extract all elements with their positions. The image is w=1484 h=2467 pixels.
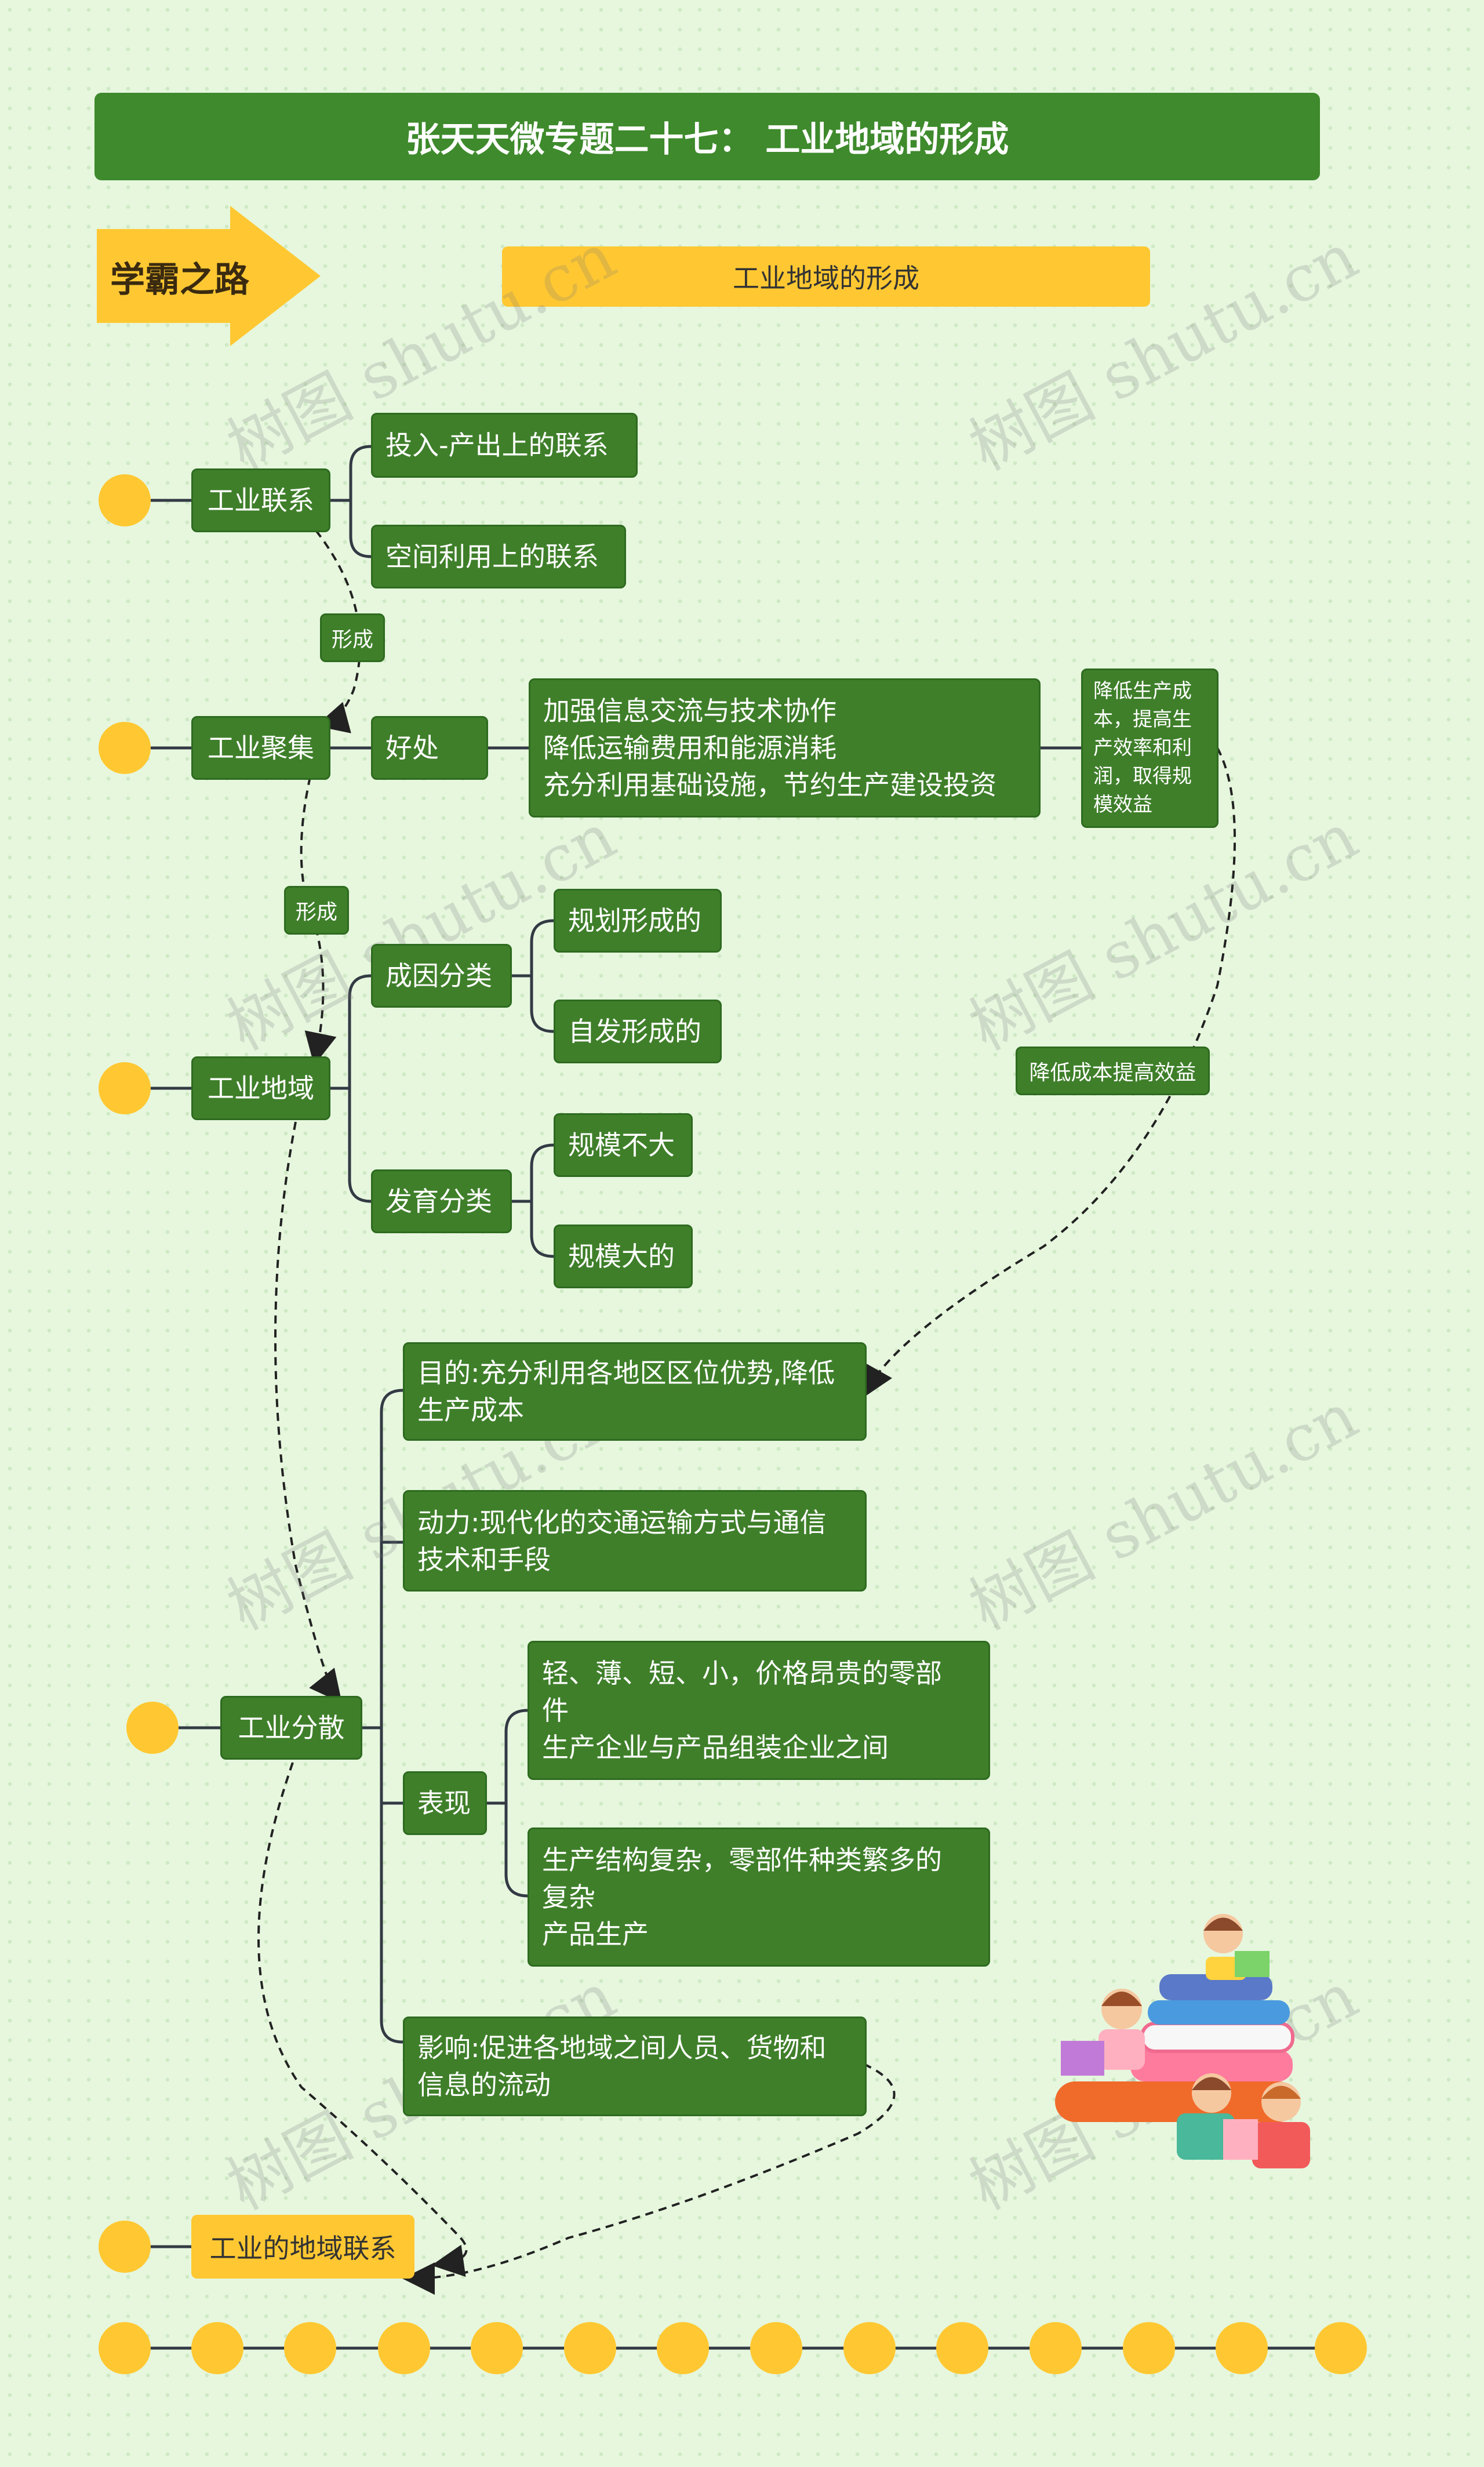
node-effect[interactable]: 降低生产成 本，提高生 产效率和利 润，取得规 模效益 <box>1081 668 1219 828</box>
footer-dot <box>378 2322 430 2374</box>
arrow-banner-icon <box>97 206 321 346</box>
node-biaoxian-1[interactable]: 轻、薄、短、小，价格昂贵的零部 件 生产企业与产品组装企业之间 <box>528 1641 990 1780</box>
footer-dot <box>1030 2322 1082 2374</box>
node-haochu[interactable]: 好处 <box>371 716 488 780</box>
effect-line: 模效益 <box>1093 793 1152 816</box>
page-title: 张天天微专题二十七： 工业地域的形成 <box>94 93 1320 180</box>
footer-dot <box>1315 2322 1367 2374</box>
biaoxian-line: 生产结构复杂，零部件种类繁多的 <box>542 1844 942 1876</box>
footer-dot <box>657 2322 709 2374</box>
mudi-line: 目的:充分利用各地区区位优势,降低 <box>417 1357 835 1389</box>
bullet-dot <box>99 722 151 774</box>
node-gongye-diyu[interactable]: 工业地域 <box>191 1056 330 1120</box>
node-gongye-lianxi[interactable]: 工业联系 <box>191 468 330 532</box>
bullet-dot <box>126 1702 179 1754</box>
bullet-dot <box>99 1062 151 1114</box>
dongli-line: 动力:现代化的交通运输方式与通信 <box>417 1506 827 1538</box>
footer-dot <box>284 2322 336 2374</box>
bullet-dot <box>99 2221 151 2273</box>
node-biaoxian-2[interactable]: 生产结构复杂，零部件种类繁多的 复杂 产品生产 <box>528 1827 990 1967</box>
yingxiang-line: 信息的流动 <box>417 2069 551 2101</box>
benefit-line: 充分利用基础设施，节约生产建设投资 <box>543 769 996 801</box>
biaoxian-line: 轻、薄、短、小，价格昂贵的零部 <box>542 1658 942 1689</box>
node-biaoxian[interactable]: 表现 <box>403 1771 487 1835</box>
footer-dot <box>1123 2322 1175 2374</box>
biaoxian-line: 件 <box>542 1695 569 1726</box>
effect-line: 润，取得规 <box>1093 765 1192 788</box>
effect-line: 本，提高生 <box>1093 708 1192 731</box>
label-xingcheng: 形成 <box>320 613 385 662</box>
label-xingcheng: 形成 <box>284 886 349 935</box>
node-gongye-fensan[interactable]: 工业分散 <box>220 1696 362 1760</box>
node-benefits[interactable]: 加强信息交流与技术协作 降低运输费用和能源消耗 充分利用基础设施，节约生产建设投… <box>529 678 1041 818</box>
node-guimo-buda[interactable]: 规模不大 <box>554 1113 693 1177</box>
biaoxian-line: 复杂 <box>542 1881 595 1913</box>
benefit-line: 降低运输费用和能源消耗 <box>543 732 836 764</box>
footer-dot <box>99 2322 151 2374</box>
node-fayu-fenlei[interactable]: 发育分类 <box>371 1169 512 1233</box>
biaoxian-line: 生产企业与产品组装企业之间 <box>542 1732 889 1763</box>
label-jiangdi-chengben: 降低成本提高效益 <box>1016 1047 1210 1095</box>
effect-line: 降低生产成 <box>1093 680 1192 703</box>
effect-line: 产效率和利 <box>1093 736 1192 760</box>
footer-dot <box>843 2322 896 2374</box>
biaoxian-line: 产品生产 <box>542 1919 649 1950</box>
footer-dot <box>564 2322 616 2374</box>
mudi-line: 生产成本 <box>417 1394 524 1426</box>
node-kongjian-liyong[interactable]: 空间利用上的联系 <box>371 525 626 588</box>
dongli-line: 技术和手段 <box>417 1543 551 1575</box>
yingxiang-line: 影响:促进各地域之间人员、货物和 <box>417 2032 827 2063</box>
topic-banner: 工业地域的形成 <box>502 246 1150 307</box>
node-touru-chanchu[interactable]: 投入-产出上的联系 <box>371 413 638 478</box>
node-zifa[interactable]: 自发形成的 <box>554 1000 722 1063</box>
banner-label: 学霸之路 <box>110 259 249 300</box>
benefit-line: 加强信息交流与技术协作 <box>543 695 836 726</box>
node-gongye-juji[interactable]: 工业聚集 <box>191 716 330 780</box>
node-guimo-da[interactable]: 规模大的 <box>554 1225 693 1288</box>
footer-dot <box>1216 2322 1268 2374</box>
node-diyu-lianxi[interactable]: 工业的地域联系 <box>191 2215 414 2279</box>
footer-dot <box>750 2322 802 2374</box>
node-mudi[interactable]: 目的:充分利用各地区区位优势,降低 生产成本 <box>403 1342 867 1441</box>
footer-dot <box>191 2322 243 2374</box>
footer-dot <box>936 2322 988 2374</box>
node-guihua[interactable]: 规划形成的 <box>554 889 722 953</box>
footer-dot <box>471 2322 523 2374</box>
node-chengyin-fenlei[interactable]: 成因分类 <box>371 944 512 1008</box>
node-yingxiang[interactable]: 影响:促进各地域之间人员、货物和 信息的流动 <box>403 2017 867 2116</box>
kids-reading-illustration-icon <box>1055 1914 1310 2168</box>
bullet-dot <box>99 474 151 526</box>
node-dongli[interactable]: 动力:现代化的交通运输方式与通信 技术和手段 <box>403 1490 867 1592</box>
